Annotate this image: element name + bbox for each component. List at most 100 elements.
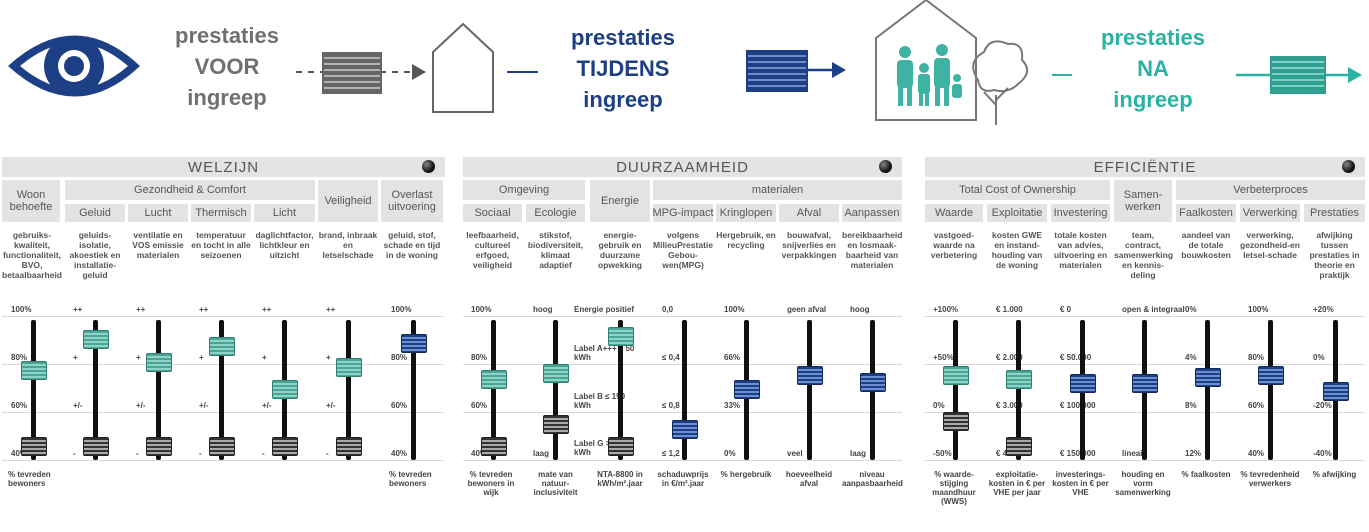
desc-veiligheid: brand, inbraak en letselschade [318,230,378,260]
scale-label: 60% [391,401,408,410]
scale-label: +/- [262,401,272,410]
slider-handle-blue-overlast[interactable] [401,334,427,354]
slider-handle-blue-aanpassen[interactable] [860,372,886,392]
window-grey-icon [296,52,426,94]
scale-label: ≤ 0,4 [662,353,680,362]
slider-handle-teal-woon[interactable] [21,360,47,380]
scale-label: ++ [326,305,336,314]
slider-handle-blue-afval[interactable] [797,366,823,386]
slider-handle-grey-veiligheid[interactable] [336,437,362,457]
slider-handle-teal-licht[interactable] [272,379,298,399]
gridline [2,316,443,317]
sub-exploitatie: Exploitatie [987,204,1047,222]
house-icon [432,22,494,113]
slider-track-faalkosten[interactable] [1205,320,1210,460]
slider-track-verwerking[interactable] [1268,320,1273,460]
slider-track-thermisch[interactable] [219,320,224,460]
slider-handle-blue-prestaties[interactable] [1323,382,1349,402]
slider-handle-teal-waarde[interactable] [943,366,969,386]
scale-label: - [199,449,202,458]
slider-handle-blue-mpg[interactable] [672,419,698,439]
knob-icon[interactable] [879,160,892,173]
scale-label: € 150.000 [1060,449,1096,458]
slider-handle-grey-geluid[interactable] [83,437,109,457]
knob-icon[interactable] [1342,160,1355,173]
sub-lucht: Lucht [128,204,188,222]
group-veiligheid: Veiligheid [318,180,378,222]
caption-prestaties: % afwijking [1312,470,1357,479]
scale-label: Label A+++ ≤ 50 kWh [574,344,635,362]
desc-thermisch: temperatuur en tocht in alle seizoenen [191,230,251,260]
slider-handle-grey-energie[interactable] [608,437,634,457]
desc-woon: gebruiks-kwaliteit, functionaliteit, BVO… [2,230,62,280]
scale-label: +/- [73,401,83,410]
slider-track-woon[interactable] [31,320,36,460]
scale-label: 80% [11,353,28,362]
group-energie: Energie [590,180,650,222]
slider-handle-blue-samenwerken[interactable] [1132,374,1158,394]
scale-label: Energie positief [574,305,635,314]
scale-label: € 1.000 [996,305,1023,314]
slider-handle-teal-sociaal[interactable] [481,370,507,390]
slider-handle-grey-sociaal[interactable] [481,437,507,457]
slider-handle-grey-waarde[interactable] [943,411,969,431]
scale-label: +/- [136,401,146,410]
scale-label: open & integraal [1122,305,1185,314]
slider-track-veiligheid[interactable] [346,320,351,460]
gridline [463,460,902,461]
slider-handle-grey-exploitatie[interactable] [1006,437,1032,457]
sub-mpg: MPG-impact [652,204,714,222]
desc-aanpassen: bereikbaarheid en losmaak-baarheid van m… [842,230,903,270]
slider-handle-blue-verwerking[interactable] [1258,366,1284,386]
slider-track-overlast[interactable] [411,320,416,460]
slider-track-geluid[interactable] [93,320,98,460]
header-after-line: prestaties [1101,25,1205,50]
slider-handle-teal-ecologie[interactable] [543,363,569,383]
caption-sociaal: % tevreden bewoners in wijk [467,470,515,497]
slider-handle-teal-thermisch[interactable] [209,336,235,356]
slider-handle-grey-lucht[interactable] [146,437,172,457]
slider-handle-teal-energie[interactable] [608,327,634,347]
slider-handle-blue-faalkosten[interactable] [1195,367,1221,387]
slider-track-exploitatie[interactable] [1016,320,1021,460]
slider-track-sociaal[interactable] [491,320,496,460]
sub-prestaties: Prestaties [1304,204,1365,222]
slider-track-afval[interactable] [807,320,812,460]
slider-track-ecologie[interactable] [553,320,558,460]
slider-handle-teal-geluid[interactable] [83,330,109,350]
scale-label: + [136,353,141,362]
slider-track-lucht[interactable] [156,320,161,460]
slider-handle-grey-ecologie[interactable] [543,414,569,434]
sub-thermisch: Thermisch [191,204,251,222]
slider-track-energie[interactable] [618,320,623,460]
scale-label: geen afval [787,305,827,314]
scale-label: hoog [533,305,553,314]
slider-handle-grey-licht[interactable] [272,437,298,457]
desc-exploitatie: kosten GWE en instand-houding van de won… [991,230,1043,270]
group-tco: Total Cost of Ownership [925,180,1110,200]
gridline [2,460,443,461]
slider-track-mpg[interactable] [682,320,687,460]
slider-handle-blue-investering[interactable] [1070,374,1096,394]
sub-aanpassen: Aanpassen [842,204,902,222]
scale-label: ++ [136,305,146,314]
scale-label: € 0 [1060,305,1072,314]
slider-handle-blue-kringlopen[interactable] [734,379,760,399]
header-after-line: ingreep [1113,87,1193,112]
scale-label: 100% [724,305,745,314]
gridline [463,316,902,317]
knob-icon[interactable] [422,160,435,173]
slider-handle-grey-thermisch[interactable] [209,437,235,457]
slider-handle-teal-veiligheid[interactable] [336,358,362,378]
slider-handle-grey-woon[interactable] [21,437,47,457]
header-during-line: ingreep [583,87,663,112]
scale-label: - [136,449,139,458]
scale-label: ++ [73,305,83,314]
caption-aanpassen: niveau aanpasbaarheid [842,470,903,488]
caption-ecologie: mate van natuur-inclusiviteit [533,470,578,497]
desc-afval: bouwafval, snijverlies en verpakkingen [781,230,837,260]
slider-track-waarde[interactable] [953,320,958,460]
slider-handle-teal-exploitatie[interactable] [1006,370,1032,390]
scale-label: + [262,353,267,362]
slider-handle-teal-lucht[interactable] [146,352,172,372]
